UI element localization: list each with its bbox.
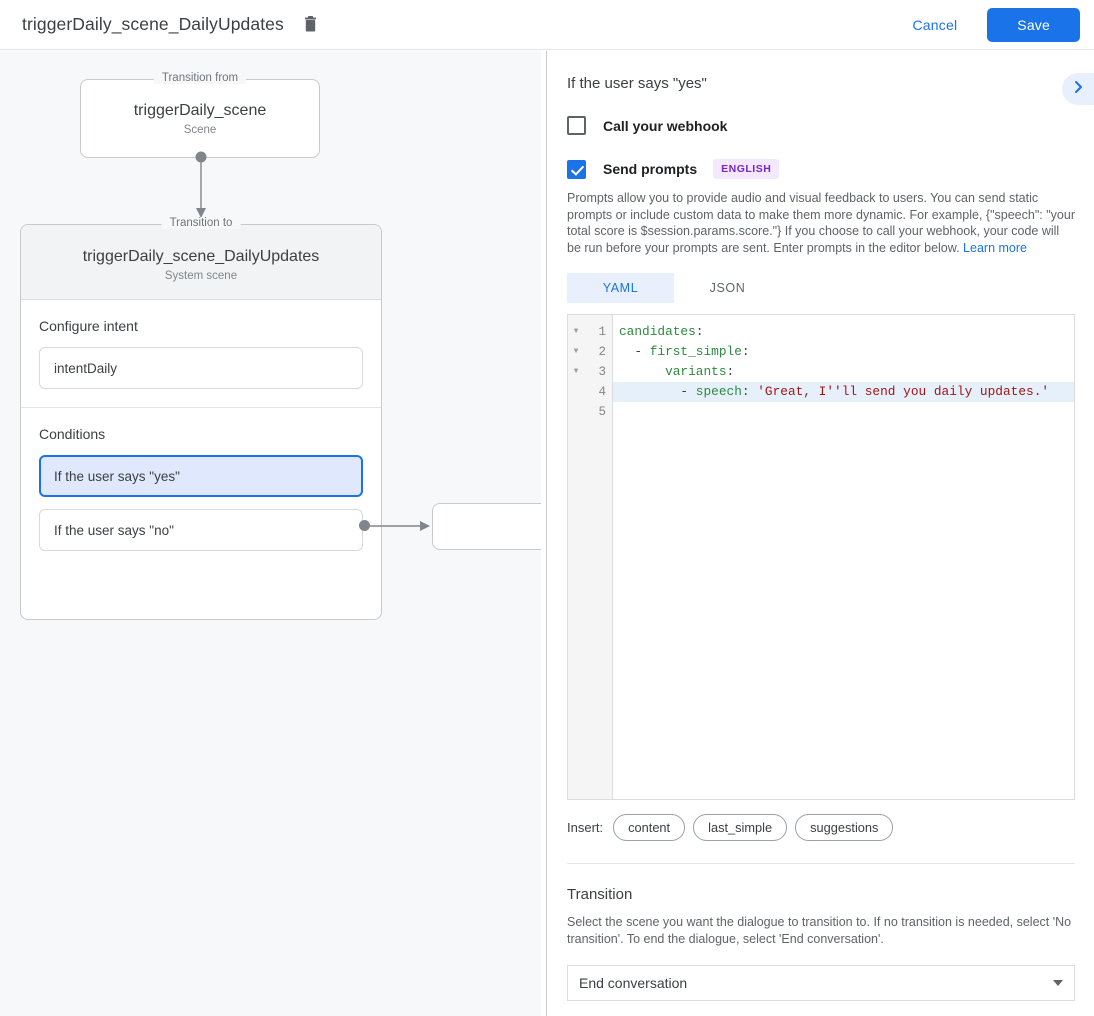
condition-details-panel: If the user says "yes" Call your webhook…: [548, 51, 1094, 1016]
top-app-bar: triggerDaily_scene_DailyUpdates Cancel S…: [0, 0, 1094, 50]
transition-title: Transition: [567, 886, 633, 903]
trash-icon: [302, 15, 319, 34]
code-token: :: [695, 324, 704, 339]
transition-select-value: End conversation: [579, 975, 688, 991]
page-title: triggerDaily_scene_DailyUpdates: [22, 14, 284, 34]
chevron-right-icon: [1071, 80, 1085, 99]
prompts-description-text: Prompts allow you to provide audio and v…: [567, 191, 1075, 255]
panel-body: Call your webhook Send prompts ENGLISH P…: [548, 116, 1094, 1001]
code-token: :: [741, 344, 750, 359]
configure-intent-label: Configure intent: [39, 318, 138, 334]
editor-gutter-row[interactable]: 5: [568, 402, 612, 422]
node-connector-arrow: [80, 146, 322, 231]
code-token: first_simple: [649, 344, 742, 359]
delete-button[interactable]: [298, 12, 324, 38]
send-prompts-label: Send prompts: [603, 161, 698, 177]
save-button[interactable]: Save: [987, 7, 1080, 42]
condition-connector-arrow: [370, 519, 432, 538]
editor-gutter-row[interactable]: ▼1: [568, 322, 612, 342]
code-token: :: [726, 364, 735, 379]
transition-to-legend: Transition to: [161, 217, 241, 229]
editor-gutter-row[interactable]: 4: [568, 382, 612, 402]
transition-from-subtitle: Scene: [183, 124, 217, 136]
section-divider: [567, 863, 1075, 864]
editor-code-line[interactable]: - first_simple:: [613, 342, 1074, 362]
code-token: -: [619, 344, 650, 359]
condition-item-yes[interactable]: If the user says "yes": [39, 455, 363, 497]
transition-to-node[interactable]: Transition to triggerDaily_scene_DailyUp…: [20, 217, 382, 620]
topbar-actions: Cancel Save: [897, 7, 1080, 42]
insert-chip-last-simple[interactable]: last_simple: [693, 814, 788, 841]
prompts-description: Prompts allow you to provide audio and v…: [567, 190, 1075, 256]
conditions-label: Conditions: [39, 426, 106, 442]
transition-from-title: triggerDaily_scene: [133, 102, 267, 119]
insert-chip-content[interactable]: content: [613, 814, 686, 841]
code-token: -: [619, 384, 696, 399]
tab-yaml[interactable]: YAML: [567, 273, 674, 303]
code-token: variants: [665, 364, 727, 379]
transition-to-subtitle: System scene: [164, 270, 238, 282]
editor-code-line[interactable]: [613, 402, 1074, 422]
editor-code-line[interactable]: candidates:: [613, 322, 1074, 342]
fold-triangle-icon[interactable]: ▼: [573, 367, 579, 376]
code-token: [619, 364, 665, 379]
code-token: candidates: [619, 324, 696, 339]
transition-to-title: triggerDaily_scene_DailyUpdates: [82, 248, 320, 265]
send-prompts-row[interactable]: Send prompts ENGLISH: [567, 159, 1075, 179]
code-token: 'Great, I''ll send you daily updates.': [757, 384, 1050, 399]
transition-from-node[interactable]: Transition from triggerDaily_scene Scene: [80, 72, 320, 158]
insert-chips-row: Insert: content last_simple suggestions: [567, 814, 1075, 841]
code-token: :: [741, 384, 758, 399]
editor-gutter-row[interactable]: ▼3: [568, 362, 612, 382]
call-webhook-label: Call your webhook: [603, 117, 728, 134]
editor-code-line[interactable]: variants:: [613, 362, 1074, 382]
panel-title: If the user says "yes": [567, 75, 707, 92]
code-token: speech: [695, 384, 742, 399]
conditions-section: Conditions If the user says "yes" If the…: [21, 407, 381, 569]
cancel-button[interactable]: Cancel: [897, 8, 974, 42]
intent-value-field[interactable]: intentDaily: [39, 347, 363, 389]
fold-triangle-icon[interactable]: ▼: [573, 347, 579, 356]
editor-line-number: 3: [598, 365, 606, 379]
editor-line-number: 2: [598, 345, 606, 359]
learn-more-link[interactable]: Learn more: [963, 240, 1027, 255]
transition-to-header: triggerDaily_scene_DailyUpdates System s…: [21, 225, 381, 300]
condition-item-no[interactable]: If the user says "no": [39, 509, 363, 551]
editor-code-area[interactable]: candidates: - first_simple: variants: - …: [613, 315, 1074, 799]
transition-select[interactable]: End conversation: [567, 965, 1075, 1001]
tab-json[interactable]: JSON: [709, 281, 746, 295]
collapse-panel-button[interactable]: [1062, 73, 1094, 105]
send-prompts-checkbox[interactable]: [567, 159, 586, 179]
scene-graph-canvas[interactable]: Transition from triggerDaily_scene Scene…: [0, 51, 541, 1016]
configure-intent-section: Configure intent intentDaily: [21, 300, 381, 407]
transition-target-node[interactable]: [432, 503, 541, 550]
editor-line-number: 1: [598, 325, 606, 339]
transition-from-legend: Transition from: [153, 72, 247, 84]
insert-label: Insert:: [567, 820, 604, 835]
editor-line-number: 5: [598, 405, 606, 419]
insert-chip-suggestions[interactable]: suggestions: [795, 814, 894, 841]
condition-output-port[interactable]: [359, 520, 370, 531]
fold-triangle-icon[interactable]: ▼: [573, 327, 579, 336]
editor-line-number: 4: [598, 385, 606, 399]
editor-format-tabs: YAML JSON: [567, 273, 1075, 303]
editor-gutter-row[interactable]: ▼2: [568, 342, 612, 362]
panel-header: If the user says "yes": [548, 51, 1094, 92]
language-badge: ENGLISH: [713, 159, 780, 179]
call-webhook-checkbox[interactable]: [567, 116, 586, 135]
editor-code-line[interactable]: - speech: 'Great, I''ll send you daily u…: [613, 382, 1074, 402]
transition-description: Select the scene you want the dialogue t…: [567, 915, 1072, 946]
chevron-down-icon: [1053, 980, 1063, 986]
call-webhook-row[interactable]: Call your webhook: [567, 116, 1075, 135]
panel-divider: [541, 51, 547, 1016]
